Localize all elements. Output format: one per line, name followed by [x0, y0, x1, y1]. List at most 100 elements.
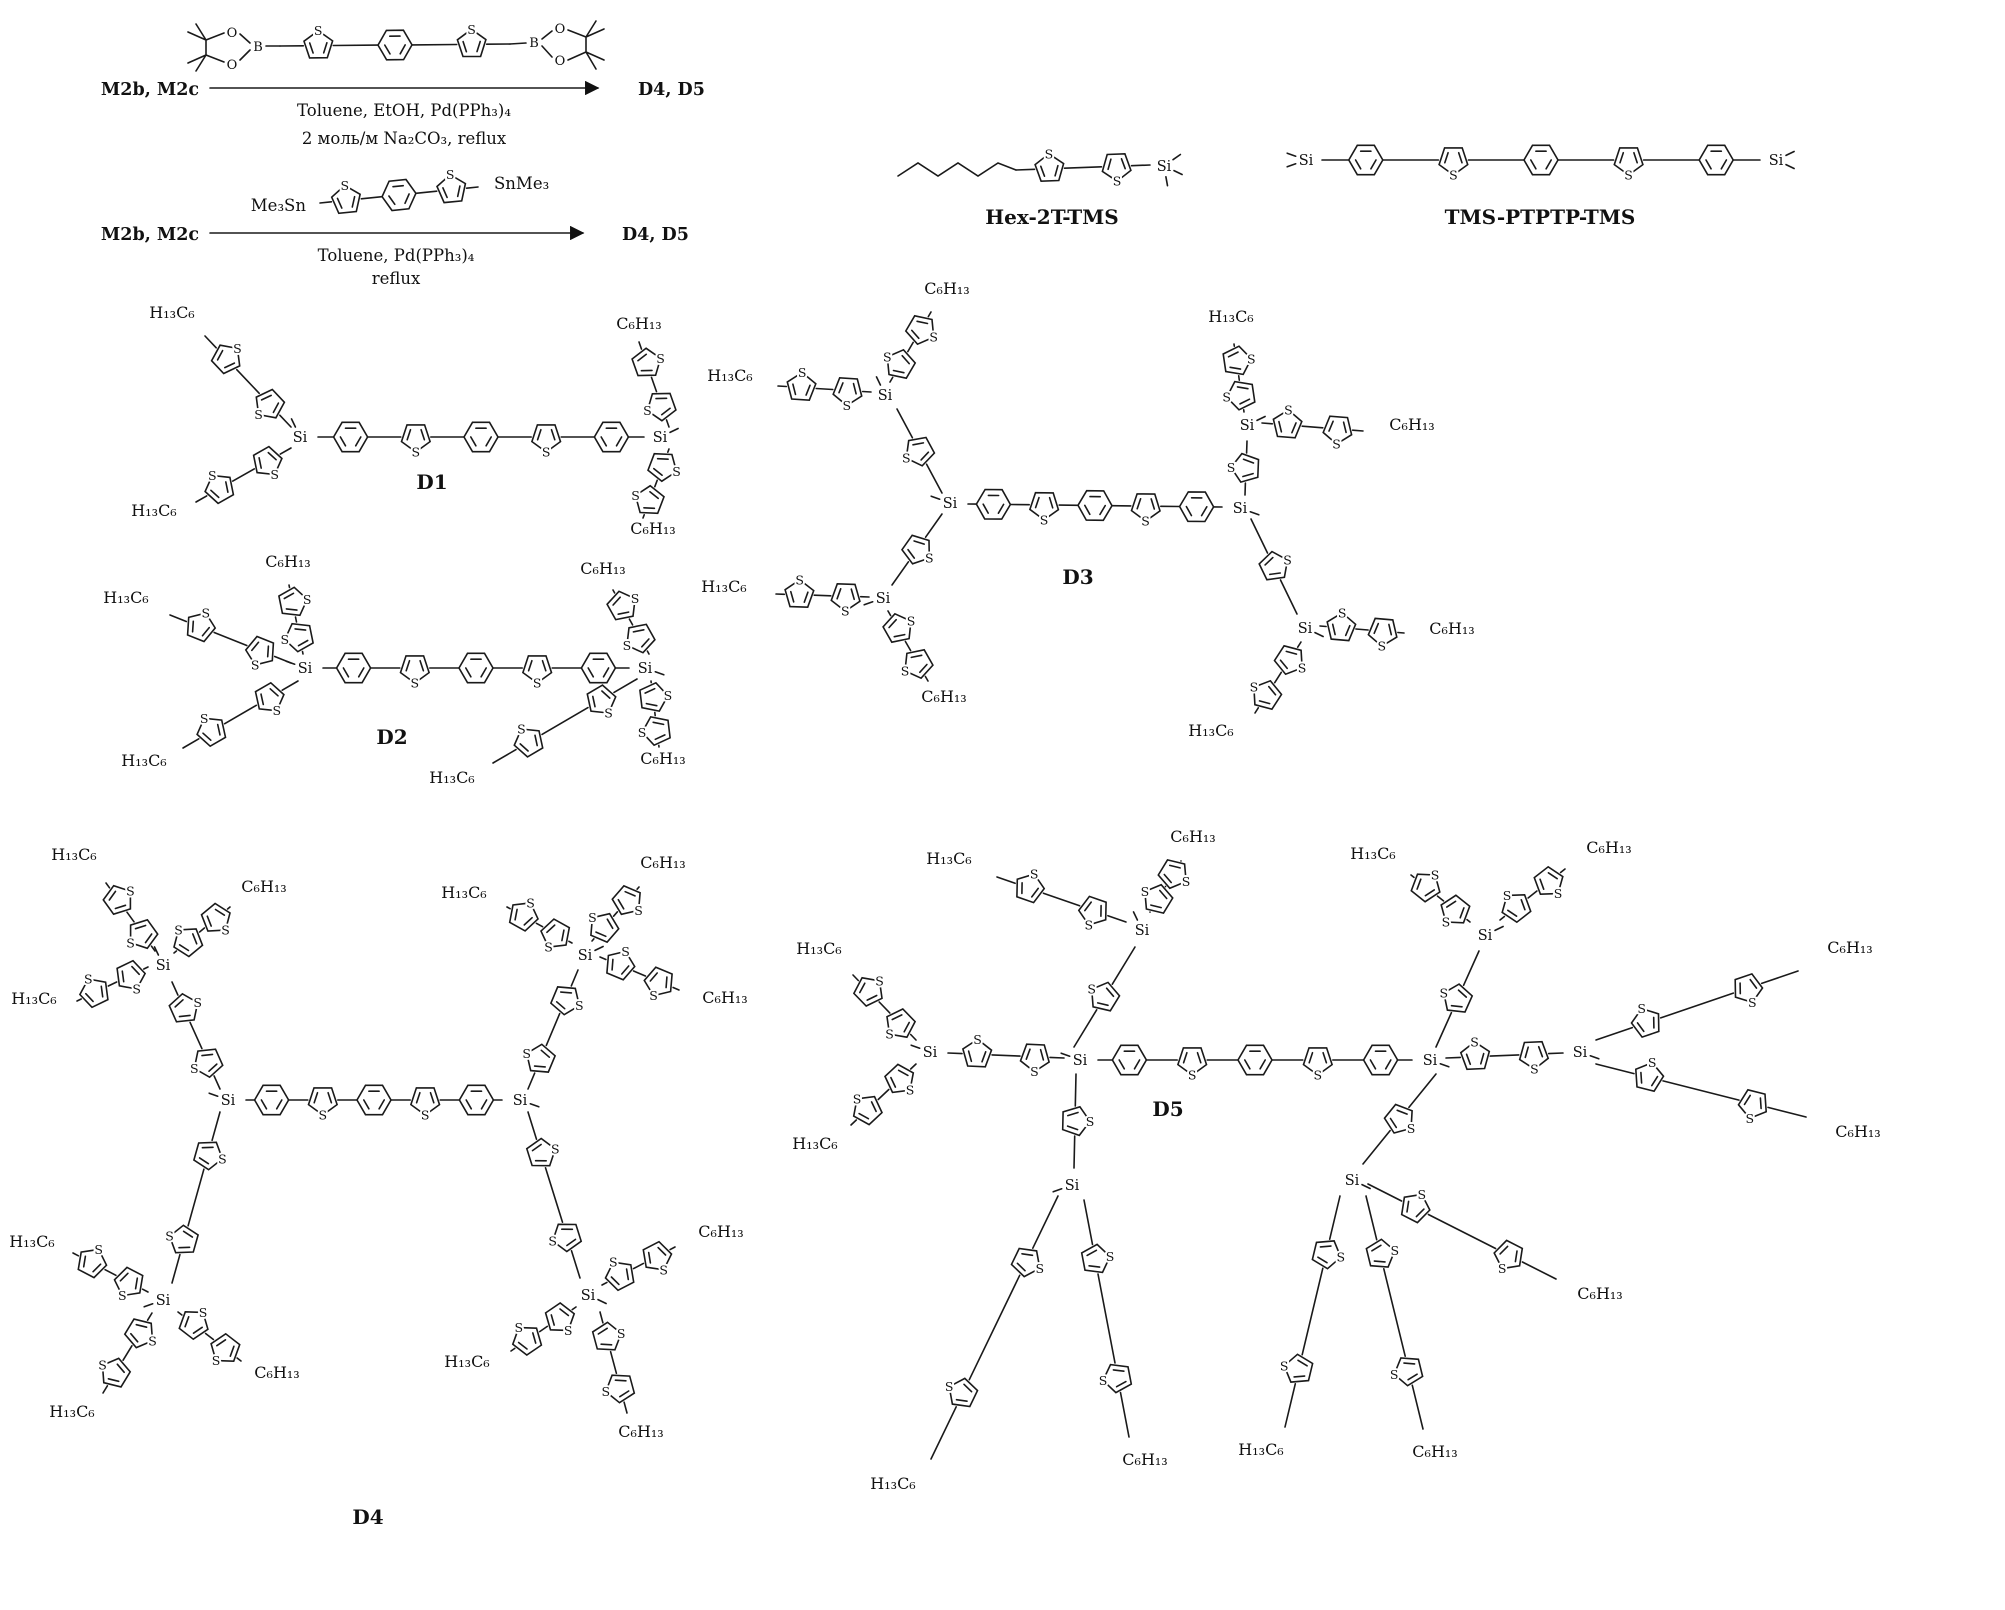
reaction2-product-label: D4, D5: [622, 225, 689, 245]
reaction1-product-label: D4, D5: [638, 80, 705, 100]
thiophene-ring: [606, 590, 636, 621]
d3-label: D3: [1062, 565, 1093, 589]
thiophene-ring: [525, 1137, 557, 1167]
silicon-methyl-dash: [1286, 163, 1297, 168]
reaction1-reactant-label: M2b, M2c: [101, 80, 199, 100]
thiophene-ring: [1311, 1240, 1342, 1270]
thiophene-ring: [1090, 981, 1121, 1012]
thiophene-ring: [525, 1043, 557, 1073]
sulfur-label: S: [638, 725, 647, 740]
benzene-ring: [458, 652, 494, 684]
inner-double-bond: [1547, 871, 1558, 880]
bond: [924, 513, 943, 539]
bond: [150, 945, 156, 952]
inner-double-bond: [901, 354, 911, 365]
inner-double-bond: [1048, 496, 1054, 509]
sulfur-label: S: [929, 330, 938, 345]
thiophene-ring: [948, 1377, 979, 1408]
bond: [1466, 918, 1471, 923]
bond: [906, 341, 915, 353]
bond: [301, 650, 304, 655]
bond: [236, 1357, 242, 1362]
silicon-methyl-dash: [290, 418, 297, 428]
thiophene-ring: [639, 681, 669, 712]
sulfur-label: S: [1624, 168, 1633, 183]
thiophene-ring: [832, 376, 863, 407]
bond: [991, 1054, 1021, 1057]
thiophene-ring: [113, 1266, 144, 1297]
thiophene-ring: [642, 1240, 673, 1271]
sulfur-label: S: [1470, 1034, 1479, 1049]
inner-double-bond: [1450, 1004, 1463, 1008]
inner-double-bond: [1084, 504, 1091, 516]
inner-double-bond: [336, 197, 343, 209]
thiophene-ring: [591, 1321, 623, 1351]
thiophene-ring: [1630, 1007, 1660, 1039]
sulfur-label: S: [623, 638, 632, 653]
inner-double-bond: [897, 1069, 909, 1077]
thiophene-ring: [400, 424, 432, 453]
sulfur-label: S: [795, 572, 804, 587]
inner-double-bond: [1021, 1253, 1034, 1257]
bond: [891, 560, 910, 586]
inner-double-bond: [534, 734, 539, 747]
thiophene-ring: [513, 728, 544, 758]
thiophene-ring: [830, 582, 861, 613]
bond: [672, 986, 680, 991]
inner-double-bond: [1465, 1053, 1472, 1066]
bond: [666, 448, 670, 454]
thiophene-ring: [255, 388, 286, 419]
thiophene-ring: [1272, 409, 1303, 439]
sulfur-label: S: [609, 1255, 618, 1270]
inner-double-bond: [1403, 1362, 1416, 1365]
thiophene-ring: [252, 445, 283, 476]
thiophene-ring: [1533, 865, 1564, 896]
sulfur-label: S: [634, 903, 643, 918]
sulfur-label: S: [1247, 351, 1256, 366]
inner-double-bond: [531, 1332, 537, 1344]
bond: [591, 937, 595, 942]
hexyl-label: H₁₃C₆: [131, 501, 176, 520]
inner-double-bond: [1054, 164, 1059, 177]
thiophene-ring: [1258, 550, 1289, 581]
thiophene-ring: [544, 1302, 576, 1332]
inner-double-bond: [916, 320, 929, 325]
inner-double-bond: [1705, 159, 1712, 170]
inner-double-bond: [1407, 1373, 1418, 1381]
thiophene-ring: [1302, 1047, 1334, 1076]
sulfur-label: S: [281, 632, 290, 647]
benzene-ring: [1237, 1044, 1273, 1076]
inner-double-bond: [1242, 458, 1255, 464]
inner-double-bond: [595, 931, 607, 938]
inner-double-bond: [294, 628, 307, 631]
bond: [1427, 1213, 1497, 1250]
silicon-label: Si: [1573, 1045, 1588, 1061]
bond: [1097, 1273, 1116, 1364]
sulfur-label: S: [533, 676, 542, 691]
bond: [1107, 914, 1127, 923]
benzene-ring: [580, 652, 617, 684]
inner-double-bond: [657, 1246, 667, 1256]
silicon-label: Si: [923, 1045, 938, 1061]
inner-double-bond: [283, 592, 295, 600]
inner-double-bond: [981, 1051, 987, 1063]
bond: [571, 1306, 577, 1311]
bond: [1445, 1056, 1462, 1059]
inner-double-bond: [652, 721, 665, 726]
sulfur-label: S: [664, 688, 673, 703]
benzene-ring: [377, 29, 413, 61]
inner-double-bond: [587, 667, 595, 678]
sulfur-label: S: [631, 591, 640, 606]
thiophene-ring: [852, 976, 883, 1007]
silicon-label: Si: [943, 496, 958, 512]
bond: [1436, 895, 1445, 902]
thiophene-ring: [886, 348, 917, 380]
inner-double-bond: [224, 362, 236, 369]
bond: [1547, 1052, 1564, 1055]
thiophene-ring: [646, 392, 677, 422]
reaction2-conditions-line1: Toluene, Pd(PPh₃)₄: [318, 246, 475, 265]
hexyl-label: C₆H₁₃: [640, 749, 685, 768]
inner-double-bond: [442, 187, 448, 199]
